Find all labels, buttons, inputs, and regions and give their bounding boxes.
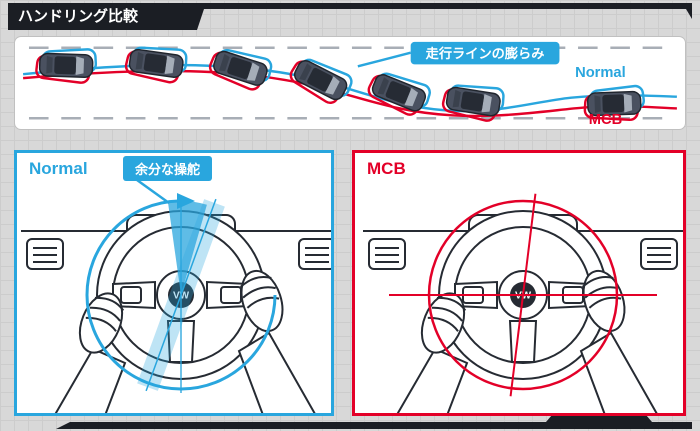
panel-title-mcb: MCB (367, 159, 406, 178)
mcb-steering-overlay (389, 193, 657, 397)
steering-wheel-drawing (362, 210, 683, 413)
car-icon (206, 47, 274, 94)
extra-steering-callout: 余分な操舵 (123, 156, 213, 181)
page-title: ハンドリング比較 (8, 3, 206, 30)
extra-steering-leader (136, 178, 170, 205)
frame-top-right-step (686, 9, 692, 19)
car-icon (34, 47, 98, 85)
track-diagram: 走行ラインの膨らみ Normal MCB (22, 41, 677, 128)
extra-steering-overlay (85, 178, 277, 393)
car-icon (286, 56, 355, 107)
mcb-line-label: MCB (589, 112, 622, 128)
bulge-callout-box (410, 41, 560, 65)
car-icon (440, 83, 506, 124)
mcb-panel: MCB (352, 150, 686, 416)
normal-steering-illustration (20, 178, 331, 413)
frame-bottom-notch (540, 415, 658, 429)
mcb-steering-illustration (362, 193, 683, 413)
frame-bottom-bar (56, 422, 692, 429)
normal-line-label: Normal (575, 65, 626, 81)
normal-panel: Normal 余分な操舵 (14, 150, 334, 416)
bulge-callout-label: 走行ラインの膨らみ (426, 45, 545, 61)
panel-title-normal: Normal (29, 159, 88, 178)
driving-line-strip: 走行ラインの膨らみ Normal MCB (14, 36, 686, 130)
bulge-callout-leader (357, 51, 411, 68)
frame-top-bar (200, 3, 692, 9)
bulge-callout: 走行ラインの膨らみ (410, 41, 560, 65)
